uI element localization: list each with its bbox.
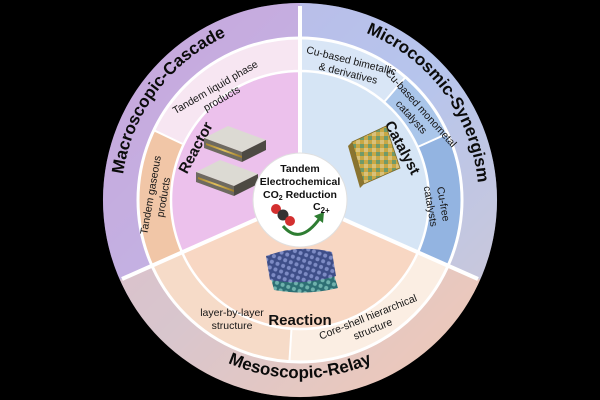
divider-liquid-gaseous [153,129,183,145]
divider-monometal-free [417,132,449,148]
center-hub: Tandem Electrochemical CO2 Reduction C2+ [252,152,348,248]
center-line1: Tandem [280,163,319,175]
reaction-layers-image [266,248,338,293]
co2-molecule-icon [271,204,295,226]
label-layer-by-layer-line2: structure [212,320,253,332]
center-circle [252,152,348,248]
reactor-stack-image [196,126,266,196]
center-line2: Electrochemical [260,176,341,188]
center-reduction-text: Reduction [283,189,337,201]
center-line3: CO2 Reduction [263,189,337,202]
divider-right [317,206,479,281]
label-layer-by-layer: layer-by-layer structure [200,307,264,332]
divider-layer-coreshell [288,328,293,362]
conversion-arrow-icon [281,217,322,236]
center-co-text: CO [263,189,279,201]
sector-title-reaction: Reaction [268,312,331,329]
arrow-head-icon [314,212,324,223]
divider-left [121,206,283,281]
catalyst-crystal-image [348,125,401,188]
product-c2-label: C2+ [313,201,330,215]
label-layer-by-layer-line1: layer-by-layer [200,307,264,319]
center-co-subscript: 2 [279,195,283,202]
product-subscript: 2+ [321,206,330,215]
product-c-text: C [313,201,321,213]
divider-bimetallic-monometal [383,76,407,103]
